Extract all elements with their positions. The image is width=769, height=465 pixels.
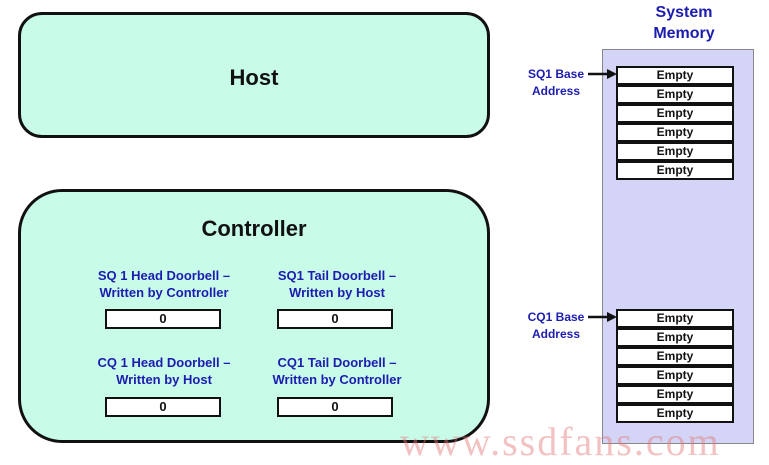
sq1-tail-doorbell-value: 0 [277, 309, 393, 329]
sq1-head-doorbell-label-line1: SQ 1 Head Doorbell – [97, 268, 231, 283]
cq1-base-address-label-line1: CQ1 Base [527, 310, 585, 324]
cq1-head-doorbell-value: 0 [105, 397, 221, 417]
cq1-base-address-label: CQ1 Base Address [516, 309, 596, 343]
cq1-slot: Empty [616, 404, 734, 423]
cq1-tail-doorbell-value: 0 [277, 397, 393, 417]
cq1-tail-doorbell-label: CQ1 Tail Doorbell – Written by Controlle… [237, 354, 437, 388]
sq1-tail-doorbell-label: SQ1 Tail Doorbell – Written by Host [237, 267, 437, 301]
cq1-slot: Empty [616, 347, 734, 366]
sq1-base-arrow-head [607, 69, 617, 79]
cq1-head-doorbell-label: CQ 1 Head Doorbell – Written by Host [64, 354, 264, 388]
cq1-base-arrow-head [607, 312, 617, 322]
sq1-slot: Empty [616, 142, 734, 161]
cq1-head-doorbell-label-line2: Written by Host [116, 372, 212, 387]
cq1-head-doorbell-label-line1: CQ 1 Head Doorbell – [97, 355, 231, 370]
host-title: Host [229, 65, 279, 90]
controller-box: Controller SQ 1 Head Doorbell – Written … [18, 189, 490, 443]
host-box: Host [18, 12, 490, 138]
cq1-tail-doorbell-label-line2: Written by Controller [272, 372, 402, 387]
sq1-head-doorbell-value: 0 [105, 309, 221, 329]
cq1-base-address-label-line2: Address [531, 327, 581, 341]
sq1-base-address-label-line1: SQ1 Base [527, 67, 585, 81]
watermark: www.ssdfans.com [400, 419, 721, 464]
system-memory-title-line2: Memory [653, 25, 715, 42]
sq1-tail-doorbell-label-line2: Written by Host [289, 285, 385, 300]
sq1-slot: Empty [616, 104, 734, 123]
sq1-base-address-label-line2: Address [531, 84, 581, 98]
sq1-base-address-label: SQ1 Base Address [516, 66, 596, 100]
cq1-slot: Empty [616, 309, 734, 328]
controller-title: Controller [201, 216, 307, 241]
system-memory-title-line1: System [655, 4, 713, 21]
sq1-slot: Empty [616, 123, 734, 142]
cq1-slot: Empty [616, 366, 734, 385]
sq1-slot: Empty [616, 161, 734, 180]
cq1-slot: Empty [616, 385, 734, 404]
cq1-tail-doorbell-label-line1: CQ1 Tail Doorbell – [277, 355, 397, 370]
sq1-head-doorbell-label-line2: Written by Controller [99, 285, 229, 300]
cq1-slot: Empty [616, 328, 734, 347]
sq1-tail-doorbell-label-line1: SQ1 Tail Doorbell – [277, 268, 397, 283]
sq1-slot: Empty [616, 66, 734, 85]
sq1-head-doorbell-label: SQ 1 Head Doorbell – Written by Controll… [64, 267, 264, 301]
system-memory-title: System Memory [624, 2, 744, 44]
sq1-slot: Empty [616, 85, 734, 104]
